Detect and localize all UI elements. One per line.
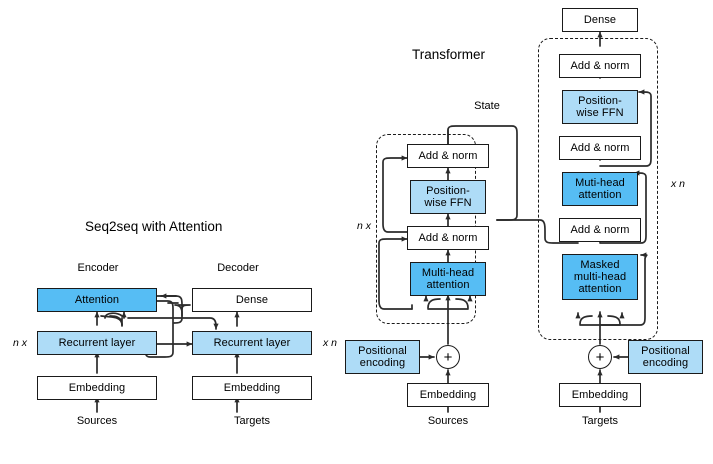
decoder-embedding[interactable]: Embedding (559, 383, 641, 407)
decoder-ffn-label: Position- wise FFN (576, 94, 624, 119)
transformer-sources-label: Sources (427, 415, 469, 427)
transformer-state-label: State (474, 100, 500, 112)
encoder-mha-label: Multi-head attention (421, 266, 475, 291)
decoder-add-norm-middle[interactable]: Add & norm (559, 136, 641, 160)
encoder-positional-encoding-label: Positional encoding (358, 344, 407, 369)
transformer-title: Transformer (412, 47, 486, 62)
encoder-position-wise-ffn[interactable]: Position- wise FFN (410, 180, 486, 214)
seq2seq-decoder-repeat-label: x n (322, 337, 337, 349)
transformer-decoder-repeat-group (538, 38, 658, 340)
encoder-add-node: + (436, 345, 460, 369)
transformer-decoder-repeat-label: x n (670, 178, 685, 190)
seq2seq-encoder-embedding[interactable]: Embedding (37, 376, 157, 400)
seq2seq-decoder-embedding[interactable]: Embedding (192, 376, 312, 400)
decoder-masked-attention-label: Masked multi-head attention (573, 258, 627, 296)
seq2seq-sources-label: Sources (76, 415, 118, 427)
transformer-targets-label: Targets (581, 415, 619, 427)
decoder-dense-block[interactable]: Dense (562, 8, 638, 32)
decoder-add-node: + (588, 345, 612, 369)
transformer-encoder-repeat-label: n x (356, 220, 371, 232)
decoder-position-wise-ffn[interactable]: Position- wise FFN (562, 90, 638, 124)
decoder-add-norm-bottom[interactable]: Add & norm (559, 218, 641, 242)
seq2seq-encoder-recurrent-layer[interactable]: Recurrent layer (37, 331, 157, 355)
decoder-positional-encoding[interactable]: Positional encoding (628, 340, 703, 374)
encoder-multi-head-attention[interactable]: Multi-head attention (410, 262, 486, 296)
seq2seq-encoder-repeat-label: n x (12, 337, 27, 349)
decoder-masked-multi-head-attention[interactable]: Masked multi-head attention (562, 254, 638, 300)
encoder-add-norm-bottom[interactable]: Add & norm (407, 226, 489, 250)
decoder-add-norm-top[interactable]: Add & norm (559, 54, 641, 78)
encoder-add-norm-top[interactable]: Add & norm (407, 144, 489, 168)
decoder-cross-attention-label: Muti-head attention (575, 176, 625, 201)
seq2seq-decoder-recurrent-layer[interactable]: Recurrent layer (192, 331, 312, 355)
encoder-embedding[interactable]: Embedding (407, 383, 489, 407)
encoder-column-header: Encoder (77, 262, 119, 274)
decoder-column-header: Decoder (217, 262, 259, 274)
encoder-positional-encoding[interactable]: Positional encoding (345, 340, 420, 374)
seq2seq-attention-block[interactable]: Attention (37, 288, 157, 312)
decoder-cross-multi-head-attention[interactable]: Muti-head attention (562, 172, 638, 206)
decoder-positional-encoding-label: Positional encoding (641, 344, 690, 369)
seq2seq-dense-block[interactable]: Dense (192, 288, 312, 312)
encoder-ffn-label: Position- wise FFN (424, 184, 472, 209)
seq2seq-targets-label: Targets (233, 415, 271, 427)
seq2seq-title: Seq2seq with Attention (85, 219, 223, 234)
